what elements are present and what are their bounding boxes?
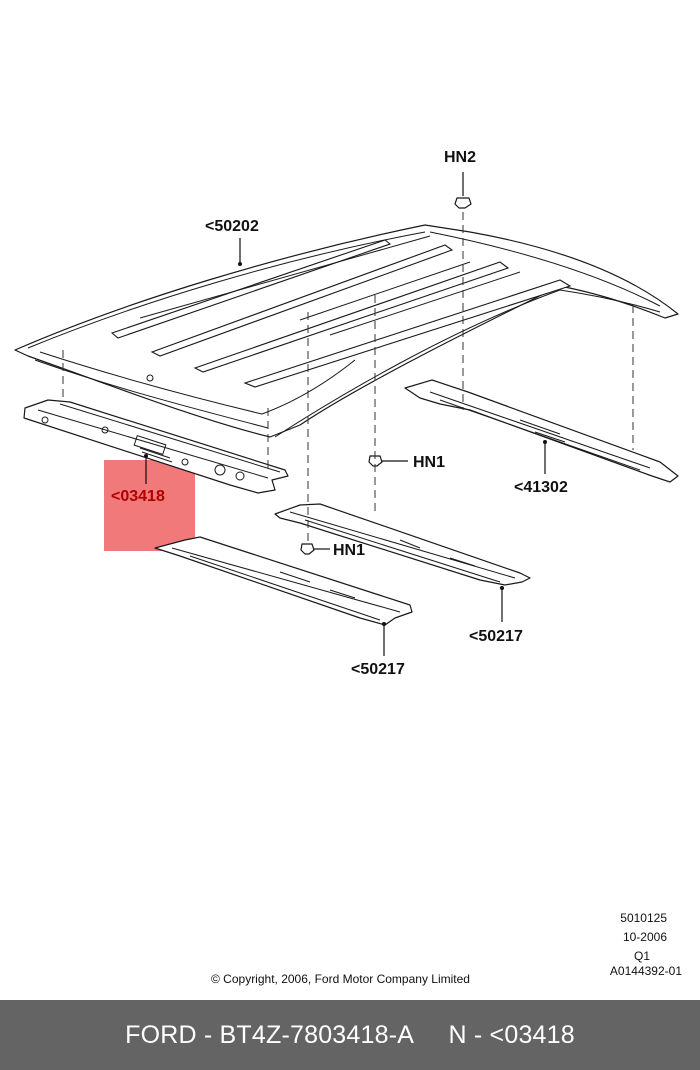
info-line-3: Q1	[634, 949, 650, 963]
part-number-footer: FORD - BT4Z-7803418-A N - <03418	[0, 1000, 700, 1070]
label-roof-panel: <50202	[205, 218, 259, 235]
drawing-info-block: 5010125 10-2006 Q1 A0144392-01	[610, 911, 682, 978]
label-hn2: HN2	[444, 149, 476, 166]
roof-panel[interactable]	[14, 224, 679, 438]
copyright-notice: © Copyright, 2006, Ford Motor Company Li…	[211, 972, 470, 986]
part-number-text: FORD - BT4Z-7803418-A N - <03418	[125, 1020, 575, 1049]
label-front-header[interactable]: <03418	[111, 488, 165, 505]
leader-lines	[144, 172, 547, 656]
fastener-hn2[interactable]	[454, 197, 472, 209]
front-header-panel[interactable]	[23, 399, 289, 494]
alignment-lines	[62, 212, 634, 545]
label-bow-front: <50217	[351, 661, 405, 678]
roof-bow-front[interactable]	[154, 536, 413, 626]
side-rail[interactable]	[404, 379, 679, 483]
label-bow-rear: <50217	[469, 628, 523, 645]
selected-part-highlight[interactable]	[104, 460, 195, 551]
info-line-4: A0144392-01	[610, 964, 682, 978]
roof-bow-rear[interactable]	[274, 503, 531, 586]
fastener-hn1-upper[interactable]	[368, 455, 383, 467]
label-hn1-lower: HN1	[333, 542, 365, 559]
label-hn1-upper: HN1	[413, 454, 445, 471]
label-side-rail: <41302	[514, 479, 568, 496]
info-line-1: 5010125	[620, 911, 667, 925]
roof-parts-diagram: HN2 <50202 <03418 HN1 <41302 HN1 <50217 …	[14, 149, 682, 986]
info-line-2: 10-2006	[623, 930, 667, 944]
fastener-hn1-lower[interactable]	[300, 543, 315, 555]
